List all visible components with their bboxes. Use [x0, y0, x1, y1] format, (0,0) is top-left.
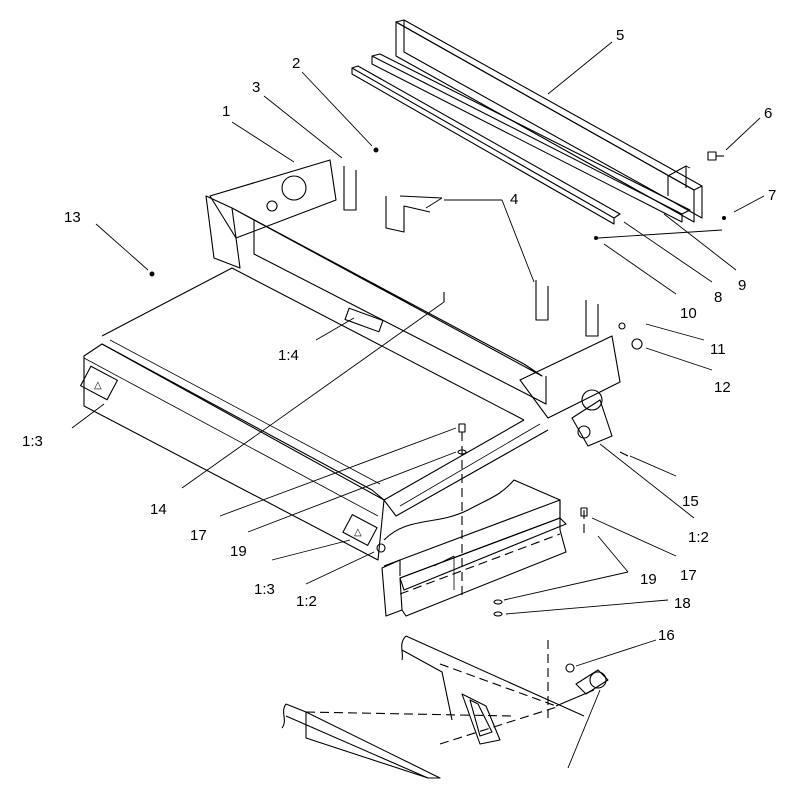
callout-labels: 1 2 3 4 5 6 7 8 9 10 11 12 13 14 15 16 1…	[22, 27, 776, 644]
callout-8: 8	[714, 289, 722, 306]
callout-18: 18	[674, 595, 691, 612]
svg-text:△: △	[94, 380, 102, 391]
callout-5: 5	[616, 27, 624, 44]
callout-3: 3	[252, 79, 260, 96]
callout-9: 9	[738, 277, 746, 294]
top-rail-assembly	[351, 19, 726, 240]
callout-10: 10	[680, 305, 697, 322]
callout-19-left: 19	[230, 543, 247, 560]
callout-1-3-bottom: 1:3	[254, 581, 275, 598]
callout-19-right: 19	[640, 571, 657, 588]
callout-2: 2	[292, 55, 300, 72]
callout-1-2-bottom: 1:2	[296, 593, 317, 610]
svg-text:△: △	[354, 527, 362, 538]
callout-14: 14	[150, 501, 167, 518]
main-tray-frame: △ △	[80, 195, 629, 561]
bottom-frame	[281, 635, 609, 779]
callout-1-2-right: 1:2	[688, 529, 709, 546]
leader-lines	[71, 41, 765, 769]
callout-16: 16	[658, 627, 675, 644]
callout-7: 7	[768, 187, 776, 204]
callout-11: 11	[710, 341, 726, 358]
lower-bracket-assembly	[381, 423, 588, 718]
callout-15: 15	[682, 493, 699, 510]
upper-brackets	[209, 147, 643, 350]
callout-13: 13	[64, 209, 81, 226]
callout-6: 6	[764, 105, 772, 122]
callout-12: 12	[714, 379, 731, 396]
callout-4: 4	[510, 191, 518, 208]
callout-1-3-left: 1:3	[22, 433, 43, 450]
callout-17-right: 17	[680, 567, 697, 584]
callout-1: 1	[222, 103, 230, 120]
callout-17-left: 17	[190, 527, 207, 544]
callout-1-4: 1:4	[278, 347, 299, 364]
